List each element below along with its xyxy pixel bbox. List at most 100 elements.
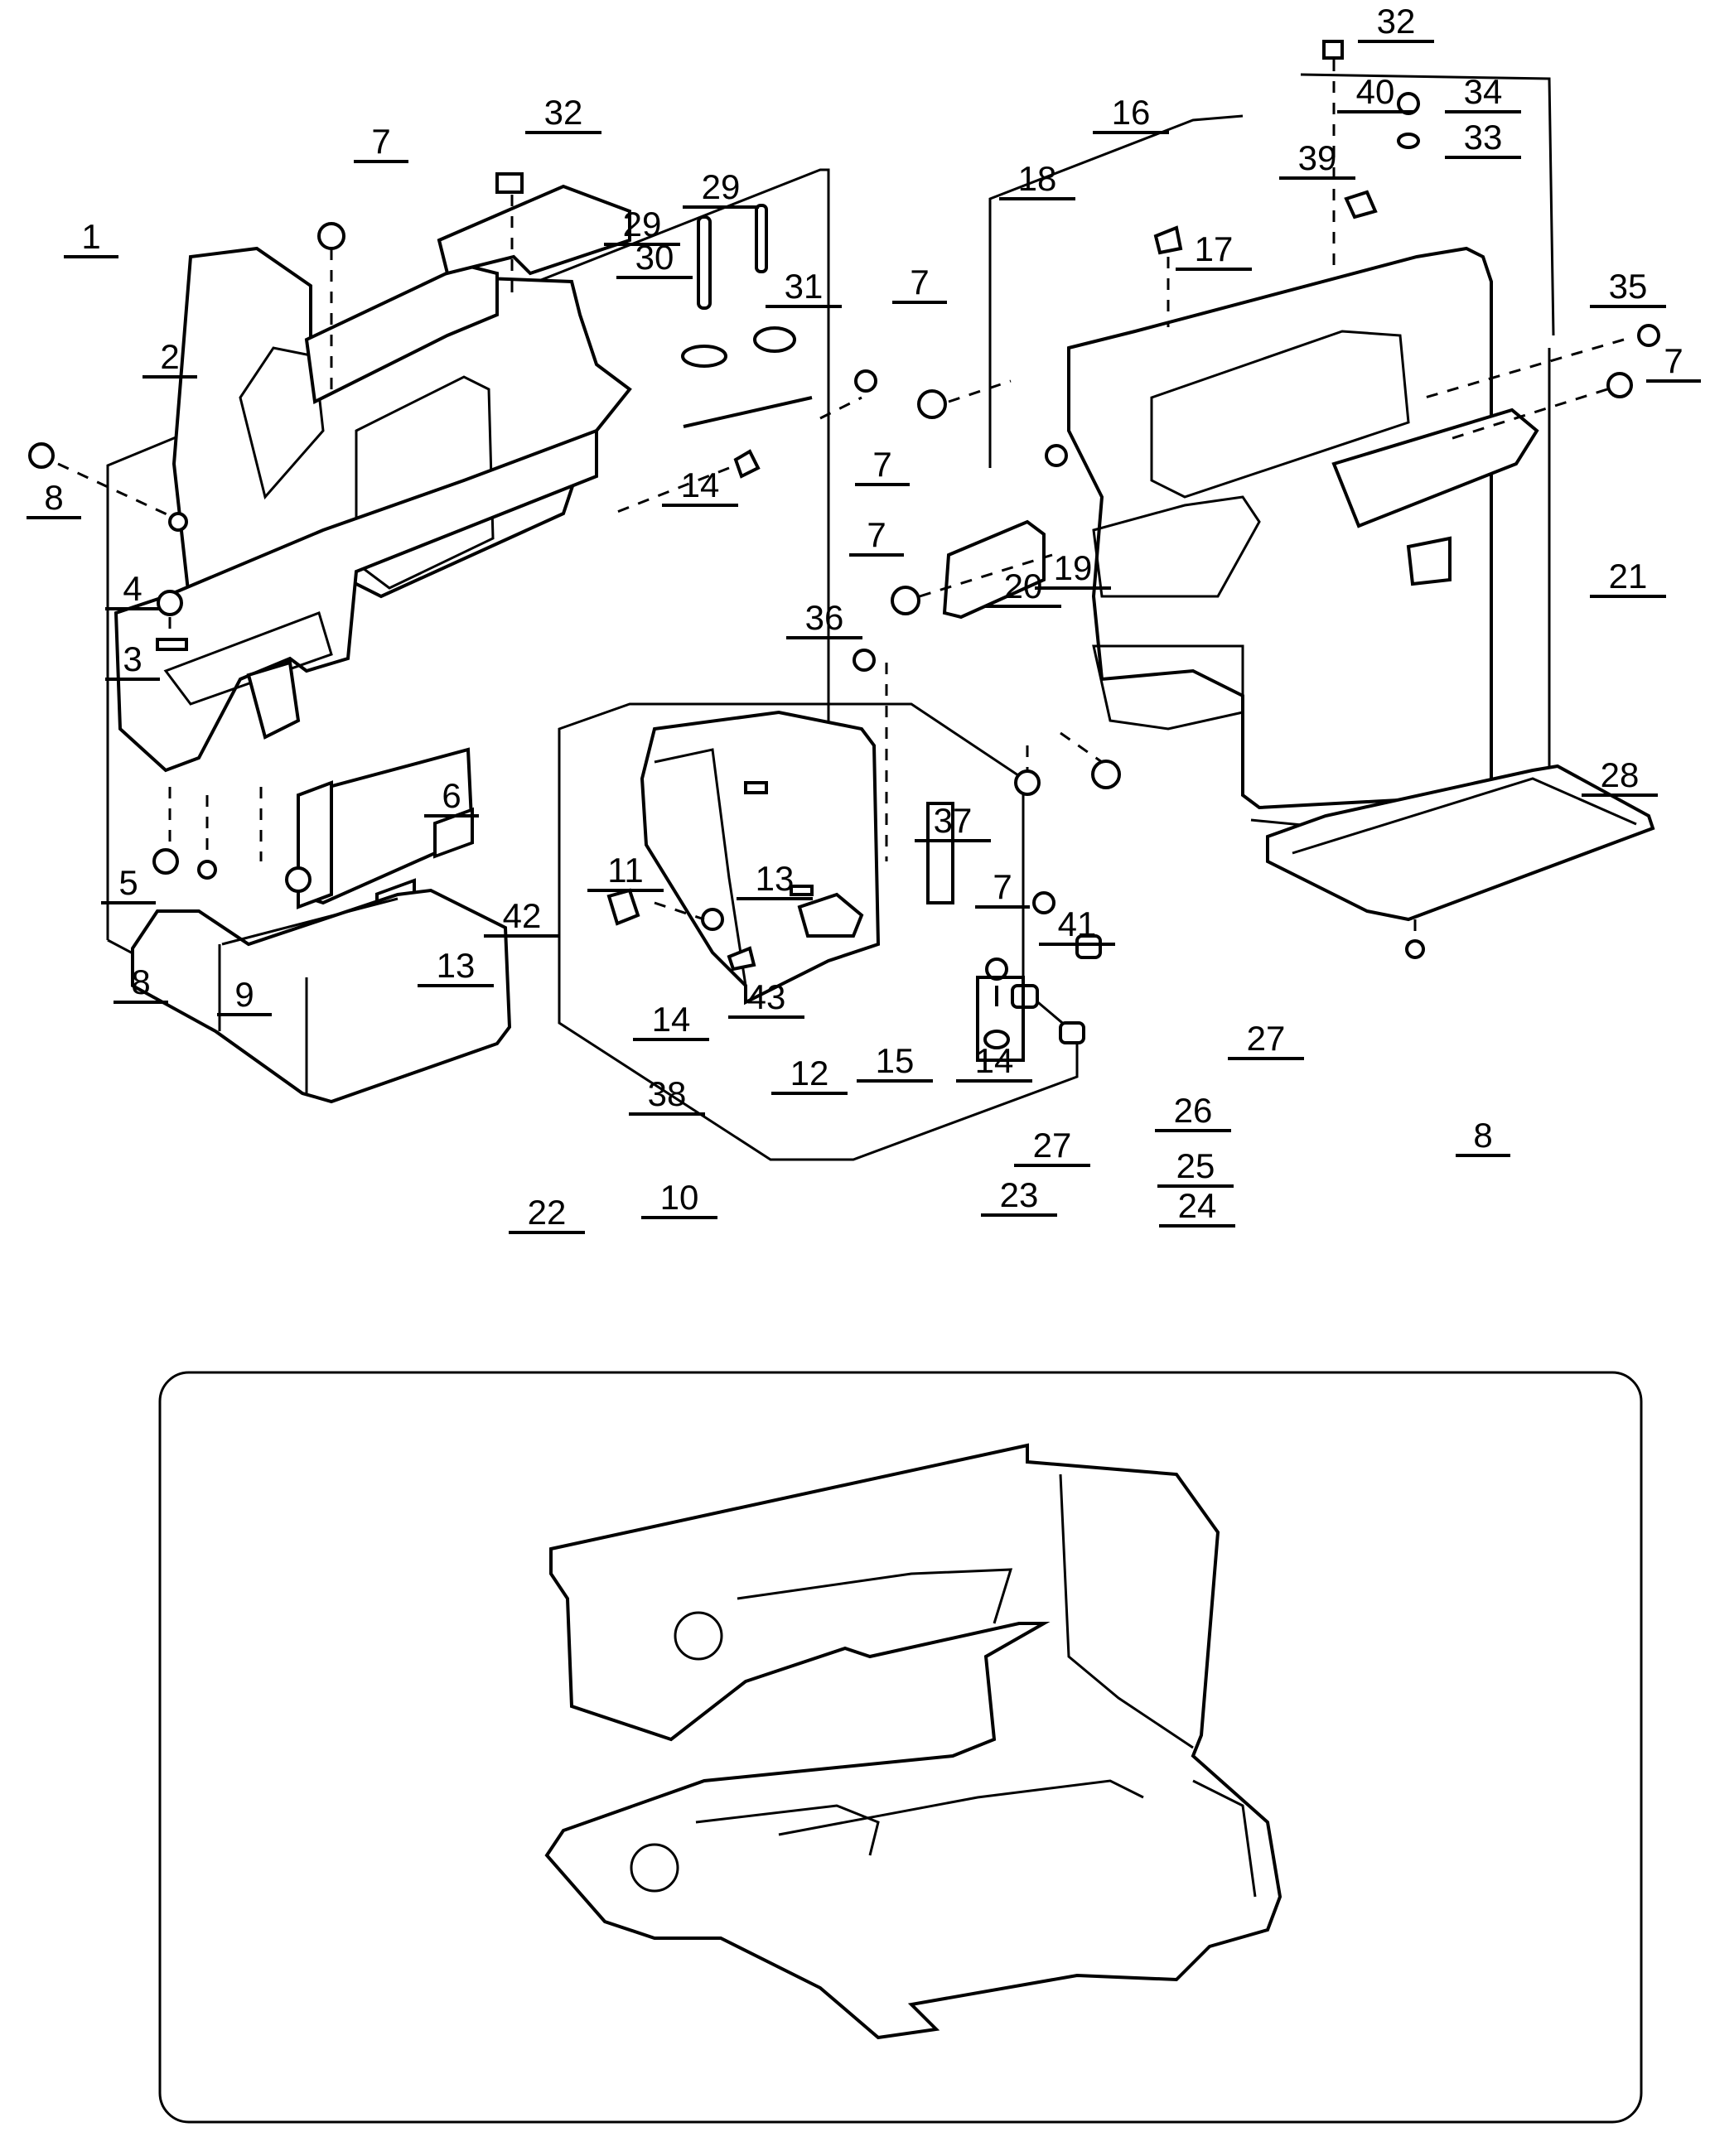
callout-number: 7 xyxy=(993,867,1012,906)
callout-7: 7 xyxy=(975,867,1030,909)
knob-part-35 xyxy=(1637,324,1660,347)
callout-7: 7 xyxy=(354,122,408,163)
callout-number: 40 xyxy=(1356,72,1395,111)
callout-number: 13 xyxy=(756,859,795,898)
callout-16: 16 xyxy=(1093,93,1169,134)
screw-part-5 xyxy=(152,848,179,875)
callout-number: 20 xyxy=(1004,567,1043,605)
callout-labels: 1234567777778889101112131314141415161718… xyxy=(27,2,1701,1234)
callout-number: 33 xyxy=(1464,118,1503,157)
callout-29: 29 xyxy=(683,167,759,209)
rear-cover-part-17 xyxy=(1067,246,1539,810)
callout-number: 34 xyxy=(1464,72,1503,111)
callout-number: 41 xyxy=(1058,904,1097,943)
callout-number: 29 xyxy=(623,205,662,244)
spool-pin-part-29b xyxy=(755,204,768,273)
callout-43: 43 xyxy=(728,977,804,1019)
plate-part-20 xyxy=(942,519,1046,620)
callout-number: 7 xyxy=(867,515,886,554)
screw-part-41 xyxy=(1091,760,1121,789)
callout-number: 11 xyxy=(607,851,644,890)
plate-part-3 xyxy=(156,638,188,651)
callout-number: 7 xyxy=(371,122,390,161)
foot-part-27c xyxy=(1059,1021,1085,1044)
callout-4: 4 xyxy=(105,569,160,610)
callout-number: 9 xyxy=(234,975,254,1014)
kit-box-part-23 xyxy=(976,976,1025,1062)
callout-number: 27 xyxy=(1033,1126,1072,1165)
screw-part-7b xyxy=(917,389,947,419)
washer-part-33 xyxy=(1397,133,1420,149)
callout-27: 27 xyxy=(1228,1019,1304,1060)
callout-number: 14 xyxy=(681,465,720,504)
callout-39: 39 xyxy=(1279,138,1355,180)
callout-17: 17 xyxy=(1176,229,1252,271)
fasteners-right-upper xyxy=(891,40,1660,615)
callout-38: 38 xyxy=(629,1074,705,1116)
callout-2: 2 xyxy=(142,337,197,379)
callout-number: 7 xyxy=(1664,341,1683,380)
screw-part-9 xyxy=(285,866,312,893)
callout-number: 16 xyxy=(1112,93,1151,132)
callout-number: 28 xyxy=(1601,755,1640,794)
base-plate-part-28 xyxy=(1266,764,1655,922)
callout-7: 7 xyxy=(855,445,910,486)
hinge-part-37 xyxy=(926,802,954,904)
callout-33: 33 xyxy=(1445,118,1521,159)
callout-28: 28 xyxy=(1582,755,1658,797)
callout-6: 6 xyxy=(424,776,479,818)
stud-part-18 xyxy=(1153,225,1183,255)
screw-part-14b xyxy=(701,908,724,931)
callout-25: 25 xyxy=(1157,1146,1234,1188)
callout-number: 14 xyxy=(652,1000,691,1039)
screw-part-7c xyxy=(891,586,920,615)
callout-20: 20 xyxy=(985,567,1061,608)
label-part-13a xyxy=(744,781,768,794)
bracket-part-12 xyxy=(727,946,756,972)
callout-42: 42 xyxy=(484,896,560,938)
callout-9: 9 xyxy=(217,975,272,1016)
callout-24: 24 xyxy=(1159,1186,1235,1228)
callout-31: 31 xyxy=(766,267,842,308)
screw-part-36 xyxy=(853,649,876,672)
callout-number: 38 xyxy=(648,1074,687,1113)
callout-number: 31 xyxy=(785,267,824,306)
callout-number: 43 xyxy=(747,977,786,1016)
screw-part-7e xyxy=(1606,372,1633,398)
fasteners-right-lower xyxy=(976,731,1425,1062)
callout-number: 7 xyxy=(872,445,891,484)
callout-26: 26 xyxy=(1155,1091,1231,1132)
callout-13: 13 xyxy=(418,946,494,987)
screw-part-8 xyxy=(28,442,55,469)
fasteners-group-10 xyxy=(606,649,1055,972)
callout-number: 30 xyxy=(635,238,674,277)
callout-32: 32 xyxy=(525,93,601,134)
callout-7: 7 xyxy=(849,515,904,557)
callout-30: 30 xyxy=(616,238,693,279)
callout-number: 15 xyxy=(876,1041,915,1080)
callout-7: 7 xyxy=(892,263,947,304)
callout-41: 41 xyxy=(1039,904,1115,946)
rod-part-31 xyxy=(683,396,813,428)
callout-number: 18 xyxy=(1018,159,1057,198)
spool-pin-part-29a xyxy=(697,215,712,310)
callout-number: 37 xyxy=(934,801,973,840)
callout-number: 36 xyxy=(805,598,844,637)
callout-number: 27 xyxy=(1247,1019,1286,1058)
callout-number: 26 xyxy=(1174,1091,1213,1130)
callout-number: 12 xyxy=(790,1054,829,1092)
screw-part-14c xyxy=(1032,891,1055,914)
callout-number: 17 xyxy=(1195,229,1234,268)
callout-number: 29 xyxy=(702,167,741,206)
callout-number: 8 xyxy=(1473,1116,1492,1155)
fasteners-left xyxy=(28,172,524,893)
screw-part-7f xyxy=(1014,769,1041,796)
callout-15: 15 xyxy=(857,1041,933,1083)
callout-number: 3 xyxy=(123,639,142,678)
callout-number: 35 xyxy=(1609,267,1648,306)
clip-part-38 xyxy=(606,888,640,926)
callout-number: 23 xyxy=(1000,1175,1039,1214)
screw-part-8c xyxy=(1405,939,1425,959)
